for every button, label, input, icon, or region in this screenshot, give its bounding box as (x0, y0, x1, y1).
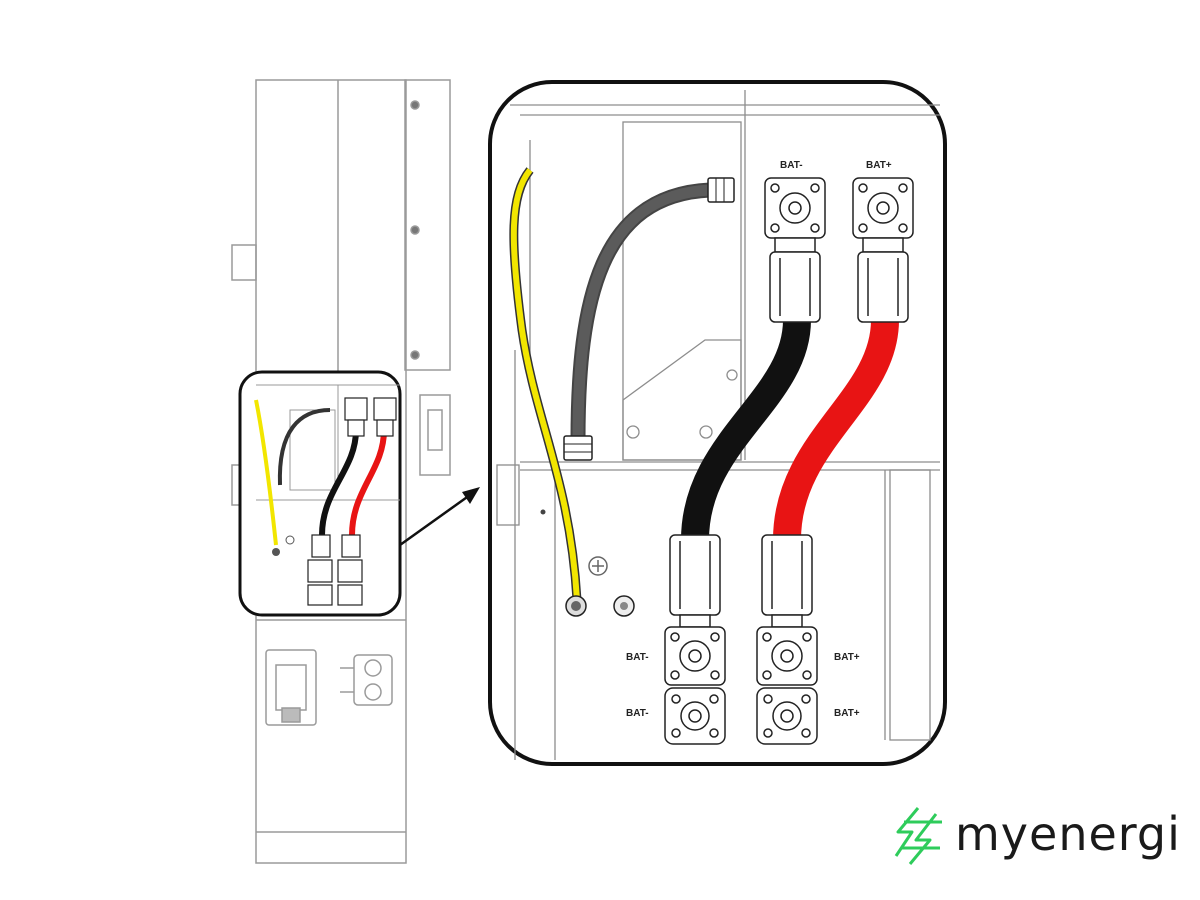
zoom-arrow (399, 487, 480, 547)
zoom-detail-panel: BAT- BAT+ BAT- BAT+ BAT- BAT+ (488, 80, 947, 766)
unit-overview (231, 79, 451, 864)
negative-cable (681, 319, 811, 541)
lower-port-positive (756, 687, 818, 745)
myenergi-logo-icon (894, 807, 942, 865)
label-bottom2-positive: BAT+ (834, 708, 860, 719)
label-bottom2-negative: BAT- (626, 708, 649, 719)
bottom-connector-negative (664, 534, 726, 686)
brand-name: myenergi (955, 807, 1181, 861)
top-connector-positive (852, 177, 914, 323)
comm-cable (563, 177, 735, 461)
label-top-negative: BAT- (780, 160, 803, 171)
label-top-positive: BAT+ (866, 160, 892, 171)
label-bottom1-positive: BAT+ (834, 652, 860, 663)
small-detail-box (238, 370, 402, 617)
bottom-connector-positive (756, 534, 818, 686)
earth-cable (509, 167, 635, 617)
top-connector-negative (764, 177, 826, 323)
myenergi-logo: myenergi (894, 807, 1181, 865)
label-bottom1-negative: BAT- (626, 652, 649, 663)
positive-cable (773, 319, 899, 541)
lower-port-negative (664, 687, 726, 745)
